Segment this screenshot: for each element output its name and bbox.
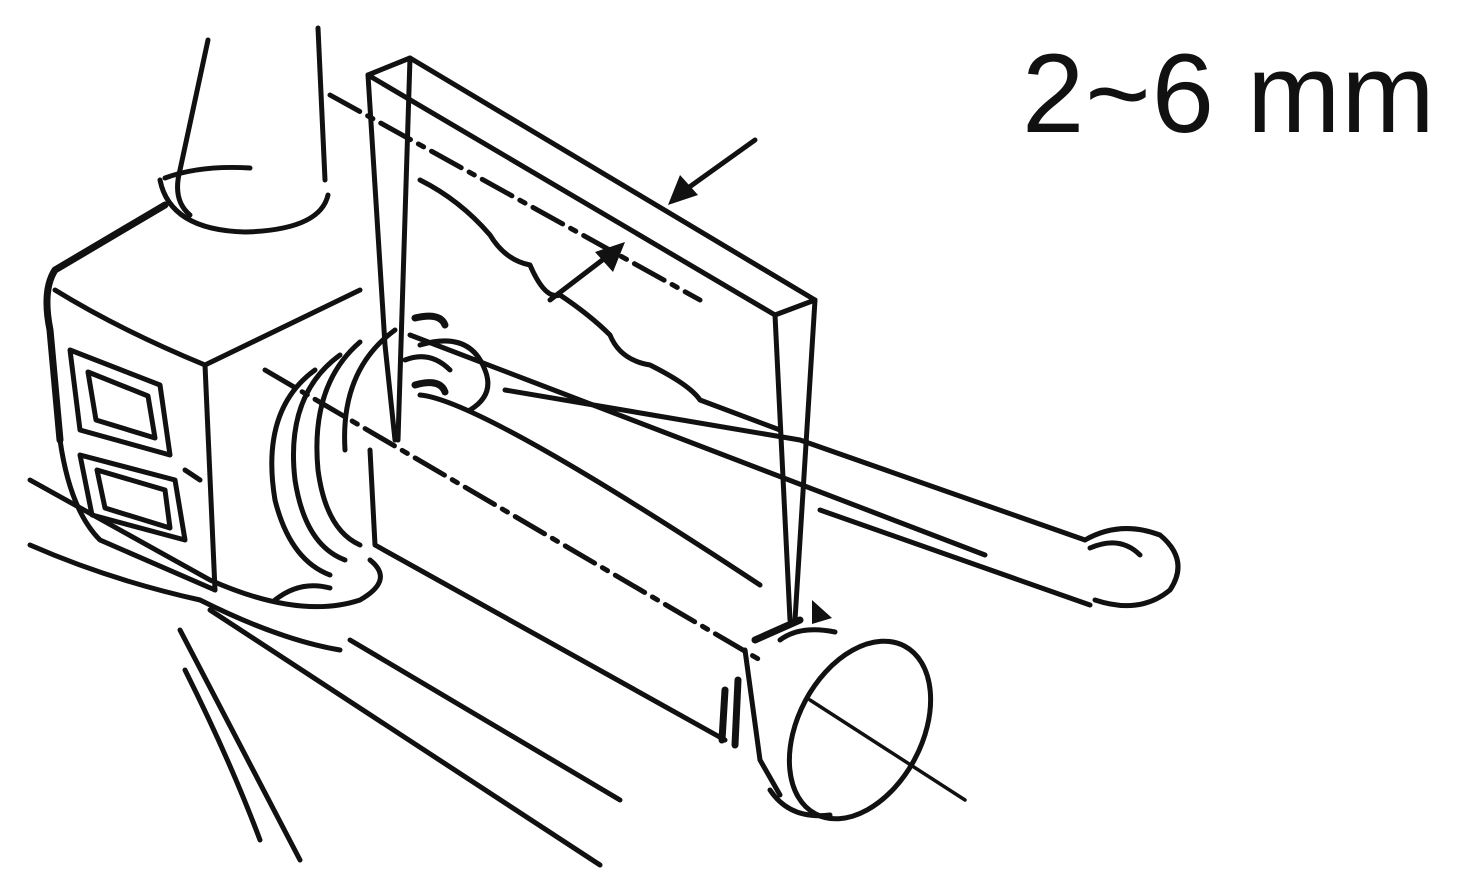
throttle-grip [262,367,832,798]
upper-stem [157,25,331,235]
measurement-label: 2~6 mm [1022,31,1436,156]
feeler-gauge [327,55,818,623]
gap-indicator-arrows [547,137,758,303]
control-cables [27,477,623,868]
handlebar-end-weight [767,627,967,822]
brake-lever [407,332,1181,609]
handlebar-switch-housing [43,201,363,593]
